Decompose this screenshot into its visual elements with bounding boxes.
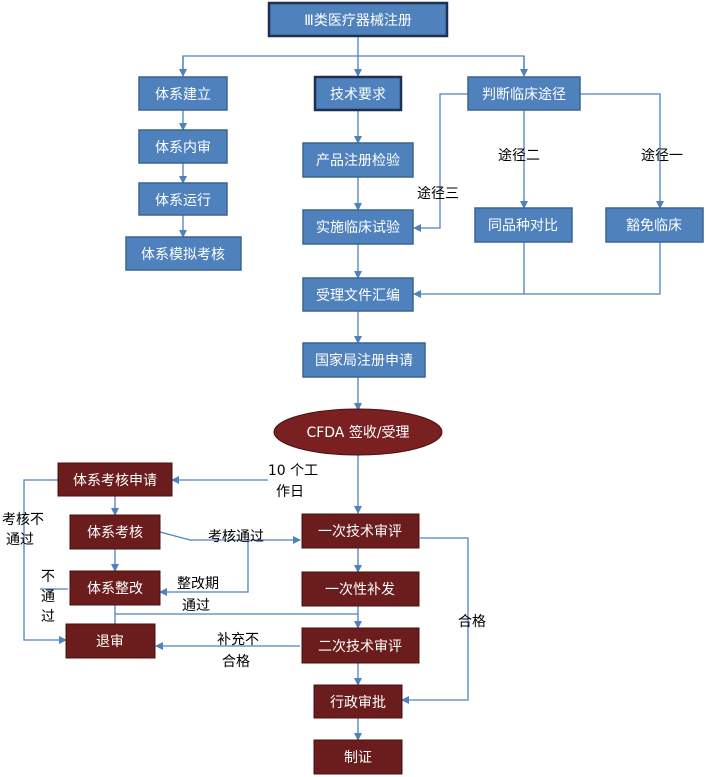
svg-text:制证: 制证 — [344, 750, 372, 766]
box-assess-apply: 体系考核申请 — [57, 462, 173, 497]
svg-text:体系建立: 体系建立 — [155, 87, 211, 103]
box-title: Ⅲ类医疗器械注册 — [267, 1, 449, 38]
box-withdraw: 退审 — [65, 623, 156, 659]
not-pass-label-1: 不 — [41, 569, 55, 585]
svg-text:实施临床试验: 实施临床试验 — [316, 220, 400, 236]
box-same-compare: 同品种对比 — [474, 207, 573, 243]
box-apply: 国家局注册申请 — [302, 342, 426, 378]
box-admin: 行政审批 — [313, 684, 403, 719]
svg-text:CFDA 签收/受理: CFDA 签收/受理 — [306, 424, 409, 441]
box-clinical-trial: 实施临床试验 — [302, 209, 414, 245]
svg-text:产品注册检验: 产品注册检验 — [316, 153, 400, 169]
not-pass-label-2: 通 — [41, 589, 55, 605]
box-rectify: 体系整改 — [69, 570, 161, 606]
workdays-label-1: 10 个工 — [268, 463, 318, 479]
svg-text:一次性补发: 一次性补发 — [325, 582, 395, 598]
assess-pass-label: 考核通过 — [208, 529, 264, 545]
box-internal-audit: 体系内审 — [138, 129, 228, 164]
box-review1: 一次技术审评 — [301, 513, 420, 549]
svg-text:退审: 退审 — [96, 634, 124, 650]
svg-text:体系运行: 体系运行 — [155, 193, 211, 209]
svg-text:判断临床途径: 判断临床途径 — [482, 86, 566, 103]
svg-text:豁免临床: 豁免临床 — [626, 217, 682, 234]
box-judge-path: 判断临床途径 — [467, 76, 581, 111]
box-product-test: 产品注册检验 — [302, 142, 414, 178]
qualified-label: 合格 — [458, 614, 486, 630]
title-label: Ⅲ类医疗器械注册 — [304, 13, 412, 29]
box-exempt: 豁免临床 — [605, 207, 704, 243]
svg-text:国家局注册申请: 国家局注册申请 — [315, 352, 413, 369]
svg-text:一次技术审评: 一次技术审评 — [318, 524, 402, 540]
path2-label: 途径二 — [498, 147, 540, 164]
box-compile: 受理文件汇编 — [302, 277, 414, 312]
svg-text:受理文件汇编: 受理文件汇编 — [316, 288, 400, 304]
svg-text:体系内审: 体系内审 — [155, 140, 211, 156]
rectify-pass-label-2: 通过 — [182, 598, 210, 614]
path3-label: 途径三 — [417, 185, 459, 202]
box-system-build: 体系建立 — [138, 76, 228, 111]
supp-fail-label-2: 合格 — [222, 654, 250, 670]
rectify-pass-label-1: 整改期 — [177, 576, 219, 592]
box-assess: 体系考核 — [69, 514, 161, 550]
svg-text:二次技术审评: 二次技术审评 — [318, 639, 402, 655]
ellipse-accept: CFDA 签收/受理 — [273, 408, 443, 456]
svg-text:行政审批: 行政审批 — [330, 695, 386, 711]
svg-text:体系模拟考核: 体系模拟考核 — [141, 247, 225, 263]
box-cert: 制证 — [313, 739, 403, 775]
connectors — [23, 36, 664, 741]
path1-label: 途径一 — [641, 147, 683, 164]
not-pass-label-3: 过 — [41, 609, 55, 625]
box-review2: 二次技术审评 — [301, 627, 420, 664]
svg-text:体系考核: 体系考核 — [87, 525, 143, 541]
svg-text:体系整改: 体系整改 — [87, 581, 143, 597]
box-supplement: 一次性补发 — [301, 571, 420, 607]
box-tech-req: 技术要求 — [313, 75, 403, 112]
box-mock-assess: 体系模拟考核 — [125, 236, 242, 271]
assess-fail-label-2: 通过 — [6, 532, 34, 548]
svg-text:同品种对比: 同品种对比 — [488, 218, 558, 234]
workdays-label-2: 作日 — [276, 484, 304, 500]
supp-fail-label-1: 补充不 — [217, 632, 259, 648]
assess-fail-label-1: 考核不 — [2, 512, 44, 528]
svg-text:技术要求: 技术要求 — [330, 87, 386, 103]
box-system-run: 体系运行 — [138, 182, 228, 216]
svg-text:体系考核申请: 体系考核申请 — [73, 473, 157, 489]
